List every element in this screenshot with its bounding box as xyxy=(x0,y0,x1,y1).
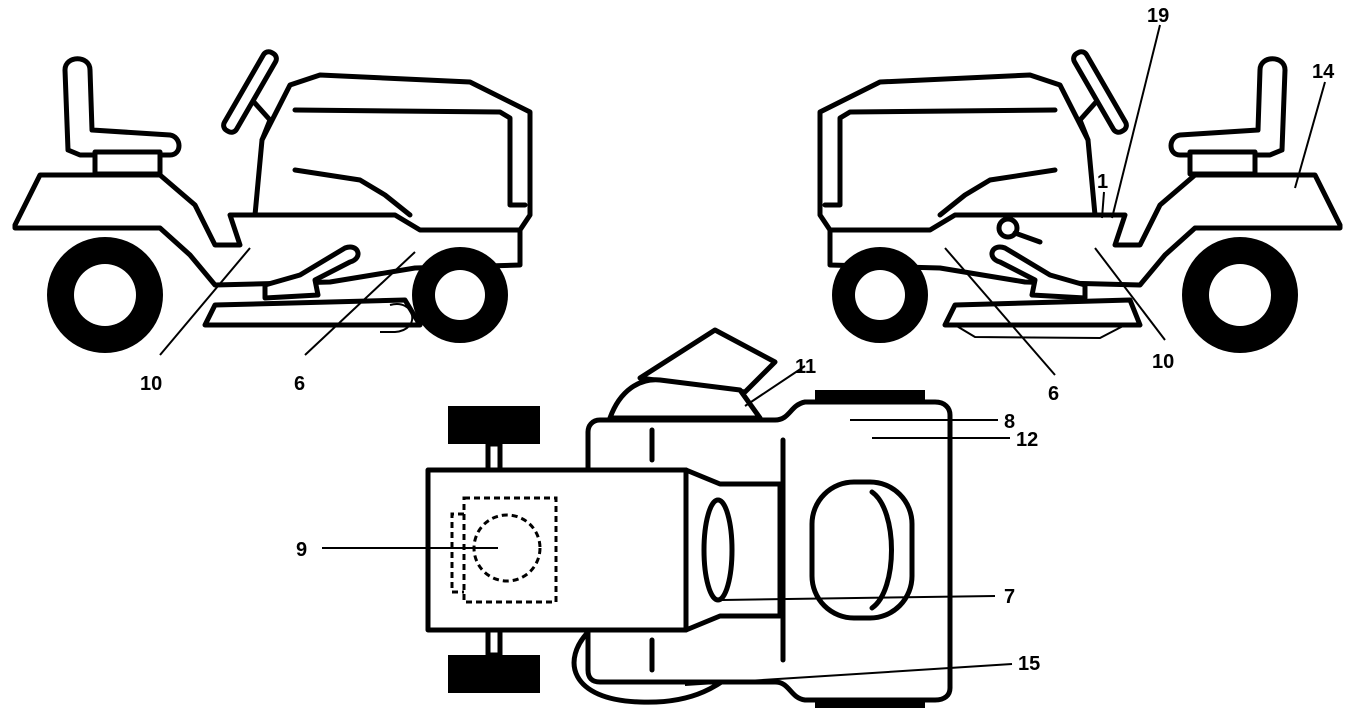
top-steering-wheel xyxy=(701,497,735,603)
right-steering-wheel xyxy=(1071,49,1129,135)
left-seat-base xyxy=(92,149,163,177)
right-leader-1 xyxy=(1101,191,1105,219)
right-front-hub xyxy=(855,270,905,320)
right-side-view: 19 14 1 6 10 xyxy=(817,5,1343,405)
callout-14: 14 xyxy=(1312,61,1335,83)
right-hood xyxy=(817,72,1098,233)
right-rear-hub xyxy=(1209,264,1271,326)
callout-10-right: 10 xyxy=(1152,351,1174,373)
top-leader-7 xyxy=(721,595,996,601)
right-mower-deck xyxy=(942,297,1143,328)
top-front-axle-lower xyxy=(485,627,503,658)
callout-19: 19 xyxy=(1147,5,1169,27)
right-seat-base xyxy=(1187,149,1258,177)
top-chute-base xyxy=(607,377,763,421)
left-leader-6 xyxy=(304,251,416,356)
left-seat-back xyxy=(62,56,182,158)
callout-10-left: 10 xyxy=(140,373,162,395)
right-hood-seam xyxy=(937,167,1058,218)
top-front-tire-lower xyxy=(448,655,540,693)
left-rear-hub xyxy=(74,264,136,326)
right-seat-back xyxy=(1168,56,1288,158)
callout-6-right: 6 xyxy=(1048,383,1059,405)
top-leader-15 xyxy=(684,663,1013,686)
left-hood xyxy=(252,72,533,233)
top-view: 11 8 12 9 7 15 xyxy=(296,327,1040,708)
right-leader-6 xyxy=(944,247,1056,376)
right-lever-knob xyxy=(996,216,1020,240)
left-side-view: 10 6 xyxy=(12,49,533,395)
callout-8: 8 xyxy=(1004,411,1015,433)
right-leader-14 xyxy=(1294,81,1326,189)
callout-7: 7 xyxy=(1004,586,1015,608)
top-engine-outline xyxy=(462,496,558,604)
callout-6-left: 6 xyxy=(294,373,305,395)
right-foot-pedal xyxy=(989,244,1088,301)
left-mower-deck xyxy=(202,297,423,328)
top-front-tire-upper xyxy=(448,406,540,444)
left-front-hub xyxy=(435,270,485,320)
right-hood-panel xyxy=(822,107,1058,208)
callout-12: 12 xyxy=(1016,429,1038,451)
right-leader-10 xyxy=(1094,247,1166,341)
left-leader-10 xyxy=(159,247,251,356)
left-discharge-chute xyxy=(380,303,414,333)
top-engine-outline-left xyxy=(450,512,464,594)
right-lever xyxy=(1012,230,1043,245)
callout-1: 1 xyxy=(1097,171,1108,193)
right-leader-19 xyxy=(1111,24,1161,219)
callout-15: 15 xyxy=(1018,653,1040,675)
top-leader-11 xyxy=(744,365,806,407)
left-steering-wheel xyxy=(221,49,279,135)
left-hood-seam xyxy=(292,167,413,218)
callout-11: 11 xyxy=(795,356,816,378)
right-discharge-chute xyxy=(954,324,1126,340)
callout-9: 9 xyxy=(296,539,307,561)
top-seat-back xyxy=(869,489,894,611)
left-hood-panel xyxy=(292,107,528,208)
left-foot-pedal xyxy=(262,244,361,301)
